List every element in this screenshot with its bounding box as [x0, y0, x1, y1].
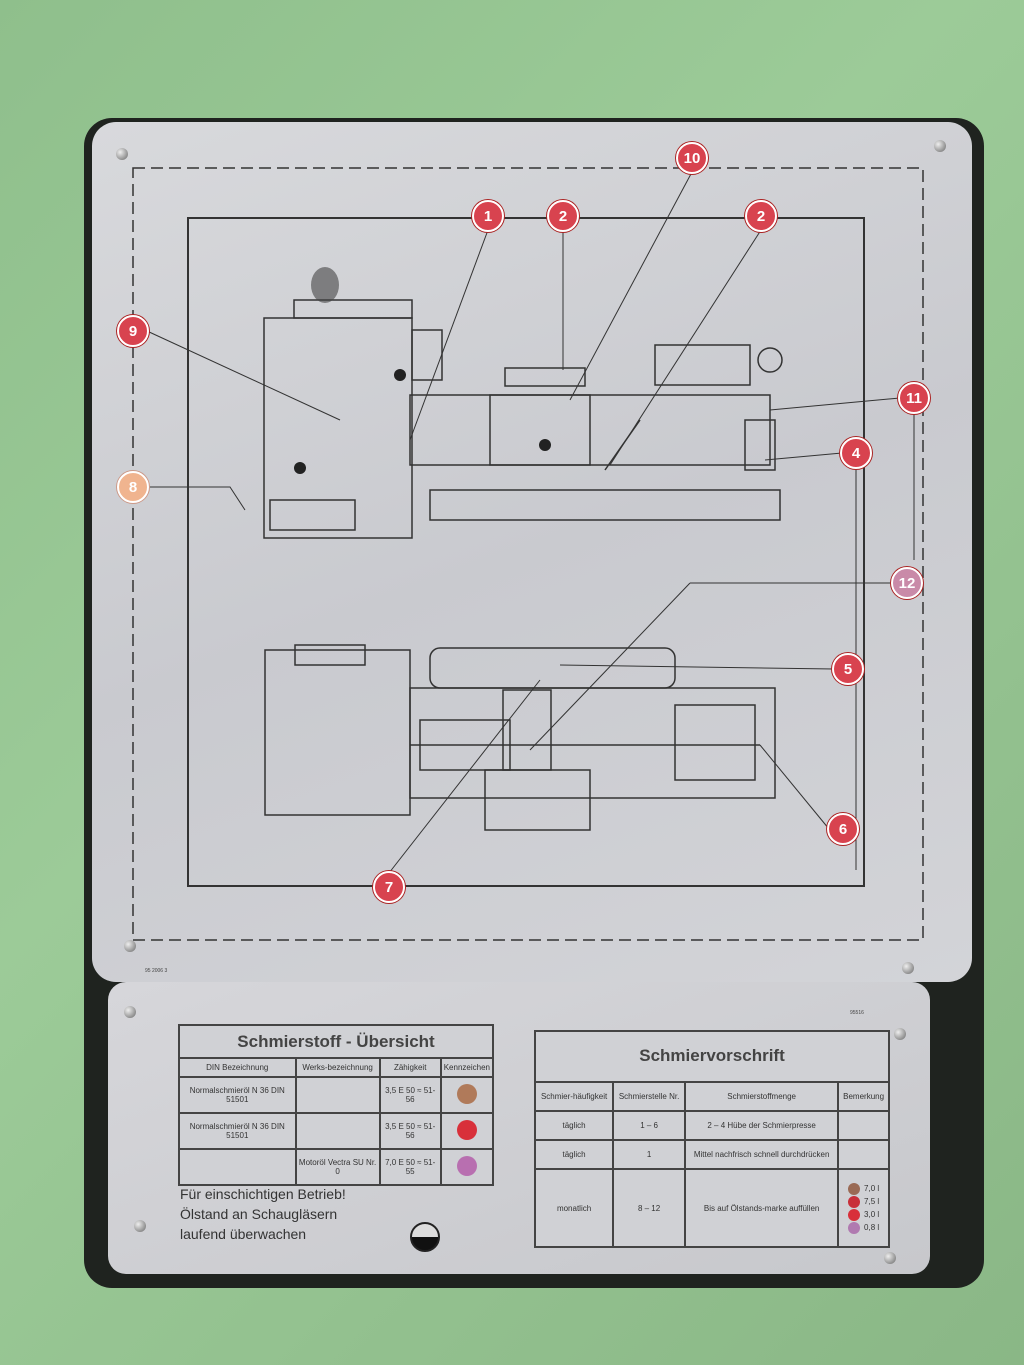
- lubrication-point-marker: 5: [832, 653, 864, 685]
- cell: Bis auf Ölstands-marke auffüllen: [684, 1168, 840, 1248]
- cell: Motoröl Vectra SU Nr. 0: [294, 1148, 381, 1186]
- screw: [884, 1252, 896, 1264]
- lubrication-point-marker: 1: [472, 200, 504, 232]
- lubrication-point-marker: 7: [373, 871, 405, 903]
- lubrication-point-marker: 2: [745, 200, 777, 232]
- cell: 1: [612, 1138, 687, 1171]
- cell: [837, 1138, 890, 1171]
- lubrication-point-marker: 12: [891, 567, 923, 599]
- lubricant-overview-table: Schmierstoff - Übersicht DIN Bezeichnung…: [178, 1023, 495, 1186]
- cell: [439, 1148, 495, 1186]
- part-code: 95 2006 3: [145, 968, 168, 974]
- color-marker: [456, 1156, 477, 1177]
- remark-label: 7,5 l: [864, 1197, 880, 1206]
- cell: 8 – 12: [612, 1168, 687, 1248]
- screw: [902, 962, 914, 974]
- cell: täglich: [533, 1138, 615, 1171]
- lubrication-point-marker: 9: [117, 315, 149, 347]
- column-header: Bemerkung: [837, 1080, 890, 1112]
- lubrication-schedule-table: Schmiervorschrift Schmier-häufigkeit Sch…: [533, 1030, 890, 1248]
- leader-lines: [146, 171, 915, 874]
- color-marker: [848, 1221, 861, 1234]
- table-row: Normalschmieröl N 36 DIN 51501 3,5 E 50 …: [178, 1112, 495, 1151]
- lathe-top-view: [264, 644, 776, 831]
- column-header: DIN Bezeichnung: [178, 1057, 297, 1079]
- cell: 2 – 4 Hübe der Schmierpresse: [684, 1109, 840, 1141]
- column-header: Werks-bezeichnung: [294, 1057, 381, 1079]
- lubrication-point-marker: 10: [676, 142, 708, 174]
- note-line: Ölstand an Schaugläsern: [180, 1206, 338, 1222]
- remark: 7,0 l: [841, 1182, 886, 1195]
- column-header: Zähigkeit: [378, 1057, 442, 1079]
- note-line: laufend überwachen: [180, 1226, 307, 1242]
- table-row: Motoröl Vectra SU Nr. 0 7,0 E 50 ≈ 51-55: [178, 1148, 495, 1186]
- table-row: Normalschmieröl N 36 DIN 51501 3,5 E 50 …: [178, 1076, 495, 1115]
- table-title: Schmierstoff - Übersicht: [178, 1023, 494, 1060]
- screw: [134, 1220, 146, 1232]
- table-row: täglich 1 Mittel nachfrisch schnell durc…: [533, 1138, 890, 1171]
- screw: [894, 1028, 906, 1040]
- dashed-border: [132, 167, 924, 941]
- color-marker: [456, 1084, 477, 1105]
- cell: monatlich: [533, 1168, 615, 1248]
- diagram-plate: [92, 122, 972, 982]
- oil-sight-glass-icon: [539, 439, 551, 451]
- table-title: Schmiervorschrift: [534, 1030, 890, 1083]
- cell: täglich: [533, 1109, 615, 1141]
- screw: [124, 1006, 136, 1018]
- lathe-side-view: [263, 299, 783, 539]
- column-header: Kennzeichen: [439, 1057, 495, 1079]
- note-line: Für einschichtigen Betrieb!: [180, 1186, 346, 1202]
- inner-frame: [187, 217, 865, 887]
- oil-level-icon: [410, 1222, 440, 1252]
- remark: 7,5 l: [841, 1195, 886, 1208]
- screw: [116, 148, 128, 160]
- part-code: 95516: [850, 1010, 864, 1016]
- cell: [178, 1148, 297, 1186]
- cell: [294, 1076, 381, 1115]
- screw: [124, 940, 136, 952]
- cell: [837, 1109, 890, 1141]
- cell: 1 – 6: [612, 1109, 687, 1141]
- stain: [311, 267, 339, 303]
- cell: 3,5 E 50 ≈ 51-56: [378, 1076, 442, 1115]
- color-marker: [848, 1208, 861, 1221]
- remark-label: 7,0 l: [864, 1184, 880, 1193]
- cell: Normalschmieröl N 36 DIN 51501: [178, 1076, 297, 1115]
- lubrication-point-marker: 11: [898, 382, 930, 414]
- remark-label: 0,8 l: [864, 1223, 880, 1232]
- lubrication-point-marker: 8: [117, 471, 149, 503]
- cell: Normalschmieröl N 36 DIN 51501: [178, 1112, 297, 1151]
- cell: 7,0 E 50 ≈ 51-55: [378, 1148, 442, 1186]
- table-row: monatlich 8 – 12 Bis auf Ölstands-marke …: [533, 1168, 890, 1248]
- remark-label: 3,0 l: [864, 1210, 880, 1219]
- cell: [294, 1112, 381, 1151]
- cell: Mittel nachfrisch schnell durchdrücken: [684, 1138, 840, 1171]
- color-marker: [848, 1195, 861, 1208]
- column-header: Schmierstoffmenge: [684, 1080, 840, 1112]
- lubrication-point-marker: 6: [827, 813, 859, 845]
- remarks-cell: 7,0 l 7,5 l 3,0 l 0,8 l: [837, 1168, 890, 1248]
- table-row: täglich 1 – 6 2 – 4 Hübe der Schmierpres…: [533, 1109, 890, 1141]
- oil-sight-glass-icon: [394, 369, 406, 381]
- column-header: Schmier-häufigkeit: [533, 1080, 615, 1112]
- remark: 0,8 l: [841, 1221, 886, 1234]
- operating-note: Für einschichtigen Betrieb! Ölstand an S…: [180, 1184, 346, 1244]
- column-header: Schmierstelle Nr.: [612, 1080, 687, 1112]
- color-marker: [848, 1182, 861, 1195]
- screw: [934, 140, 946, 152]
- remark: 3,0 l: [841, 1208, 886, 1221]
- lubrication-point-marker: 2: [547, 200, 579, 232]
- cell: 3,5 E 50 ≈ 51-56: [378, 1112, 442, 1151]
- color-marker: [456, 1120, 477, 1141]
- lubrication-point-marker: 4: [840, 437, 872, 469]
- cell: [439, 1076, 495, 1115]
- oil-sight-glass-icon: [294, 462, 306, 474]
- cell: [439, 1112, 495, 1151]
